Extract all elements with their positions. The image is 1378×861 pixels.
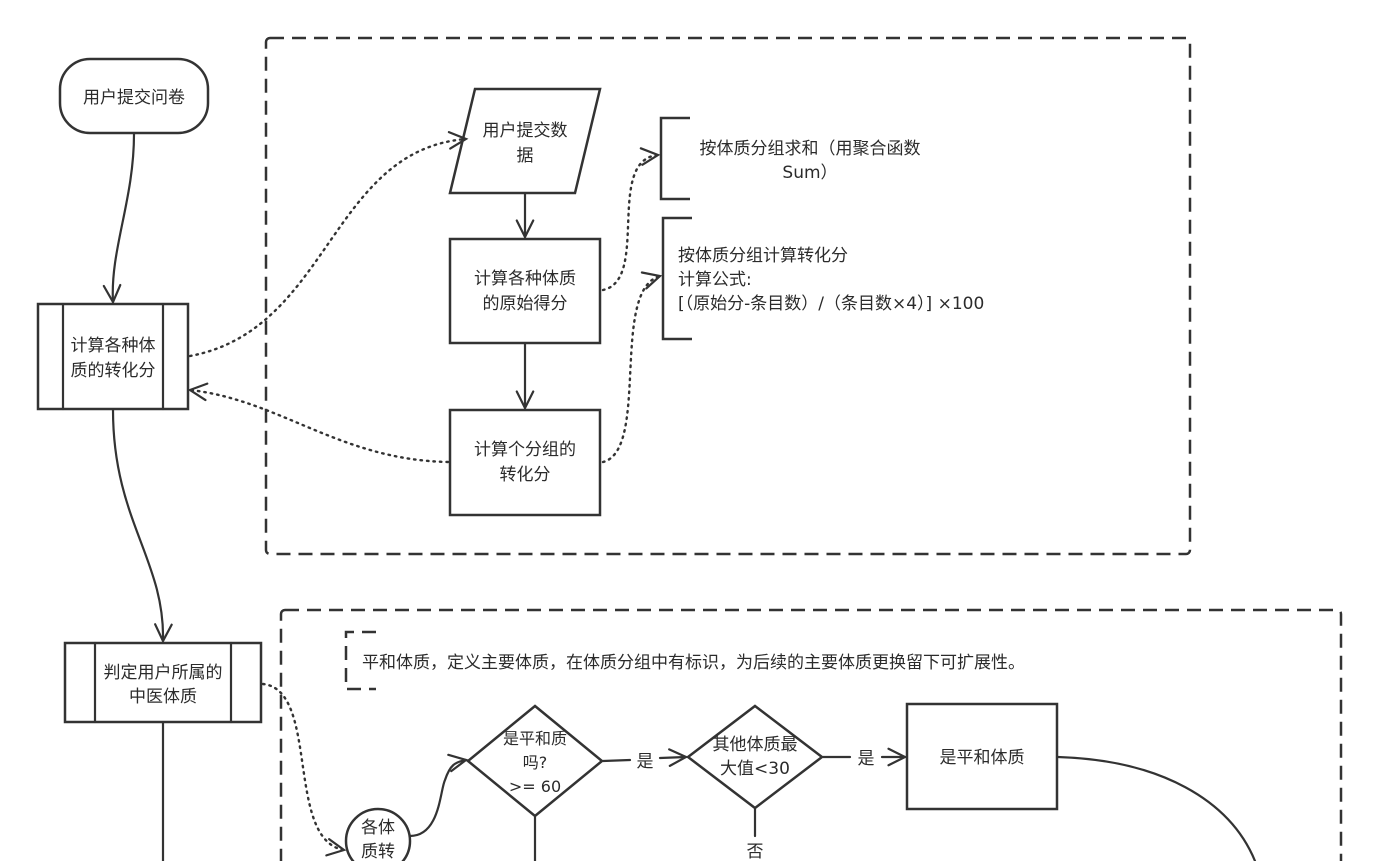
annotation-sum: 按体质分组求和（用聚合函数 Sum）: [659, 116, 921, 201]
edge-q-to-others-a: [601, 758, 632, 763]
node-raw-score-line2: 的原始得分: [483, 294, 568, 314]
annotation-formula-line1: 按体质分组计算转化分: [678, 246, 848, 266]
decision-is-pinghe-q-line1: 是平和质: [503, 729, 567, 748]
node-is-pinghe[interactable]: 是平和体质: [905, 702, 1059, 811]
node-start[interactable]: 用户提交问卷: [58, 57, 210, 135]
node-calc-convert-line2: 质的转化分: [71, 361, 156, 381]
annotation-sum-line2: Sum）: [782, 163, 837, 183]
node-group-convert-line2: 转化分: [500, 465, 551, 485]
node-calc-convert[interactable]: 计算各种体 质的转化分: [36, 302, 190, 411]
node-start-label: 用户提交问卷: [83, 88, 185, 108]
annotation-formula: 按体质分组计算转化分 计算公式: [（原始分-条目数）/（条目数×4）] ×10…: [661, 216, 984, 341]
decision-is-pinghe-q-line3: >= 60: [509, 777, 561, 796]
node-user-data-line1: 用户提交数: [483, 121, 568, 141]
edge-each-to-q: [408, 753, 469, 838]
edge-start-to-calc: [102, 132, 136, 305]
node-user-data-line2: 据: [517, 146, 534, 166]
edge-dotted-raw-to-sum: [601, 147, 661, 292]
edge-q-to-others-b: [658, 748, 689, 767]
node-is-pinghe-label: 是平和体质: [940, 748, 1025, 768]
annotation-sum-line1: 按体质分组求和（用聚合函数: [700, 139, 921, 159]
edge-dotted-group-to-calc: [187, 382, 450, 464]
node-each-convert-line1: 各体: [361, 818, 395, 838]
annotation-note: 平和体质，定义主要体质，在体质分组中有标识，为后续的主要体质更换留下可扩展性。: [344, 630, 1025, 691]
annotation-formula-line2: 计算公式:: [678, 270, 752, 290]
node-group-convert[interactable]: 计算个分组的 转化分: [448, 408, 602, 517]
node-each-convert-line2: 质转: [361, 842, 395, 861]
annotation-formula-line3: [（原始分-条目数）/（条目数×4）] ×100: [678, 294, 984, 314]
edge-calc-to-judge: [111, 408, 173, 644]
edge-dotted-judge-to-each: [261, 682, 347, 857]
node-user-data[interactable]: 用户提交数 据: [448, 87, 602, 195]
node-each-convert[interactable]: 各体 质转: [344, 807, 412, 861]
annotation-note-text: 平和体质，定义主要体质，在体质分组中有标识，为后续的主要体质更换留下可扩展性。: [362, 653, 1025, 673]
edge-label-yes-2: 是: [858, 749, 875, 769]
decision-others-max-line1: 其他体质最: [713, 735, 798, 755]
decision-is-pinghe-q-line2: 吗?: [523, 753, 548, 772]
node-group-convert-line1: 计算个分组的: [474, 440, 576, 460]
decision-is-pinghe-q[interactable]: 是平和质 吗? >= 60: [466, 704, 604, 818]
node-judge-line1: 判定用户所属的: [104, 663, 223, 683]
edge-dotted-calc-to-data: [188, 131, 469, 358]
group-container-top: [264, 36, 1192, 556]
node-judge-line2: 中医体质: [129, 687, 197, 707]
decision-others-max-line2: 大值<30: [720, 759, 790, 779]
edge-label-no-1: 否: [747, 842, 764, 861]
node-raw-score[interactable]: 计算各种体质 的原始得分: [448, 237, 602, 345]
node-raw-score-line1: 计算各种体质: [474, 269, 576, 289]
edge-dotted-group-to-formula: [601, 271, 663, 464]
node-calc-convert-line1: 计算各种体: [71, 336, 156, 356]
edge-pinghe-out: [1056, 755, 1257, 861]
edge-label-yes-1: 是: [637, 752, 654, 772]
node-judge[interactable]: 判定用户所属的 中医体质: [63, 641, 263, 724]
group-container-bottom: [279, 608, 1343, 861]
decision-others-max[interactable]: 其他体质最 大值<30: [685, 704, 825, 810]
